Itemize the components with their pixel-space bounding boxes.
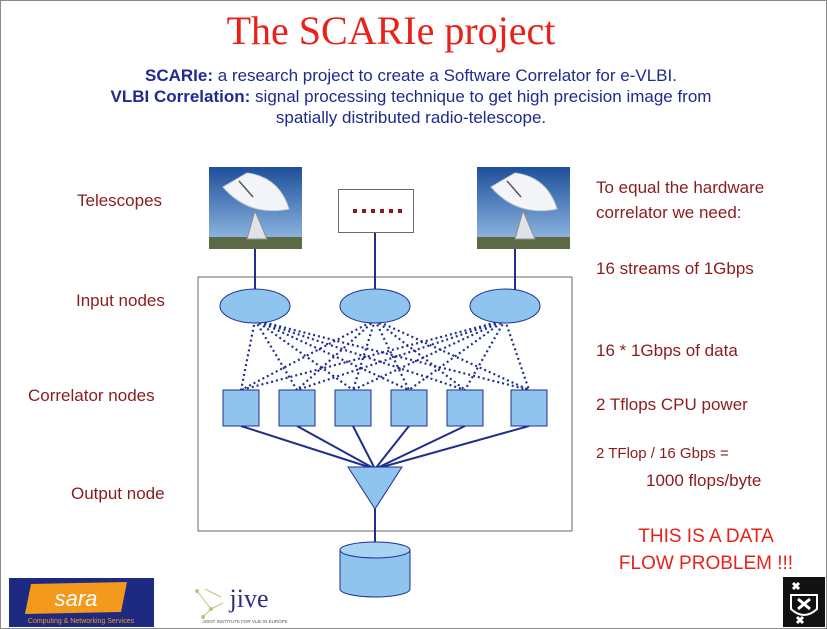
intro-vlbi-term: VLBI Correlation: bbox=[110, 87, 251, 106]
correlator-cluster-frame bbox=[197, 276, 573, 532]
mesh-link bbox=[374, 319, 466, 391]
label-input-nodes: Input nodes bbox=[76, 291, 165, 310]
input-node bbox=[469, 288, 541, 324]
correlator-node bbox=[446, 389, 484, 427]
slide-title: The SCARIe project bbox=[226, 8, 556, 53]
correlator-output-links bbox=[240, 425, 530, 470]
correlator-node bbox=[390, 389, 428, 427]
note-equal-line-1: To equal the hardware bbox=[596, 178, 765, 197]
fanin-link bbox=[374, 425, 410, 470]
correlator-node bbox=[222, 389, 260, 427]
radio-telescope-photo-icon bbox=[209, 167, 302, 249]
note-streams: 16 streams of 1Gbps bbox=[596, 259, 754, 278]
correlator-node bbox=[334, 389, 372, 427]
sara-tagline: Computing & Networking Services bbox=[28, 618, 135, 625]
output-triangle-icon bbox=[347, 466, 403, 510]
intro-line-1: SCARIe: a research project to create a S… bbox=[61, 65, 761, 86]
correlator-node-row bbox=[222, 389, 548, 427]
mesh-link bbox=[408, 319, 506, 391]
mesh-link bbox=[351, 319, 377, 391]
correlator-node bbox=[278, 389, 316, 427]
warning-line-1: THIS IS A DATA bbox=[638, 526, 774, 547]
mesh-link bbox=[240, 318, 506, 392]
mesh-link bbox=[374, 318, 530, 392]
fanin-link bbox=[296, 425, 376, 470]
radio-telescope-photo-icon bbox=[477, 167, 570, 249]
warning-text: THIS IS A DATA FLOW PROBLEM !!! bbox=[601, 523, 811, 577]
input-node bbox=[339, 288, 411, 324]
label-output-node: Output node bbox=[71, 484, 165, 503]
mesh-link bbox=[254, 318, 466, 392]
label-correlator-nodes: Correlator nodes bbox=[28, 386, 155, 405]
storage-cylinder-icon bbox=[339, 541, 411, 598]
mesh-link bbox=[239, 319, 257, 391]
note-data: 16 * 1Gbps of data bbox=[596, 341, 738, 360]
fanin-link bbox=[374, 425, 530, 470]
correlator-node bbox=[510, 389, 548, 427]
note-ratio-line-1: 2 TFlop / 16 Gbps = bbox=[596, 445, 729, 462]
input-node bbox=[219, 288, 291, 324]
mesh-link bbox=[296, 318, 506, 392]
jive-tagline: JOINT INSTITUTE FOR VLBI IN EUROPE bbox=[202, 619, 287, 624]
intro-scarie-term: SCARIe: bbox=[145, 66, 214, 85]
note-equal-line-2: correlator we need: bbox=[596, 203, 742, 222]
fanin-link bbox=[240, 425, 376, 470]
note-cpu: 2 Tflops CPU power bbox=[596, 395, 748, 414]
intro-text: SCARIe: a research project to create a S… bbox=[61, 65, 761, 128]
ellipsis-dots-icon bbox=[353, 209, 402, 213]
mesh-link bbox=[503, 319, 531, 391]
uva-logo bbox=[783, 577, 825, 627]
fanin-link bbox=[352, 425, 376, 470]
fanin-link bbox=[374, 425, 466, 470]
label-telescopes: Telescopes bbox=[77, 191, 163, 210]
mesh-link bbox=[352, 319, 506, 391]
jive-logo: jive JOINT INSTITUTE FOR VLBI IN EUROPE bbox=[191, 579, 291, 627]
intro-line-3: spatially distributed radio-telescope. bbox=[275, 108, 547, 127]
mesh-link bbox=[240, 319, 376, 391]
mesh-link bbox=[254, 319, 354, 391]
mesh-link bbox=[254, 318, 530, 392]
mesh-link bbox=[254, 319, 298, 391]
input-correlator-mesh bbox=[239, 318, 531, 392]
mesh-link bbox=[464, 319, 506, 391]
sara-logo: sara Computing & Networking Services bbox=[9, 578, 154, 627]
warning-line-2: FLOW PROBLEM !!! bbox=[618, 553, 794, 574]
sara-wordmark: sara bbox=[55, 586, 98, 611]
jive-wordmark: jive bbox=[229, 584, 269, 613]
note-ratio-line-2: 1000 flops/byte bbox=[646, 471, 762, 490]
intro-vlbi-definition: signal processing technique to get high … bbox=[250, 87, 712, 106]
intro-line-2: VLBI Correlation: signal processing tech… bbox=[61, 86, 761, 107]
intro-scarie-definition: a research project to create a Software … bbox=[213, 66, 677, 85]
more-telescopes-placeholder bbox=[338, 189, 414, 233]
mesh-link bbox=[254, 318, 410, 392]
